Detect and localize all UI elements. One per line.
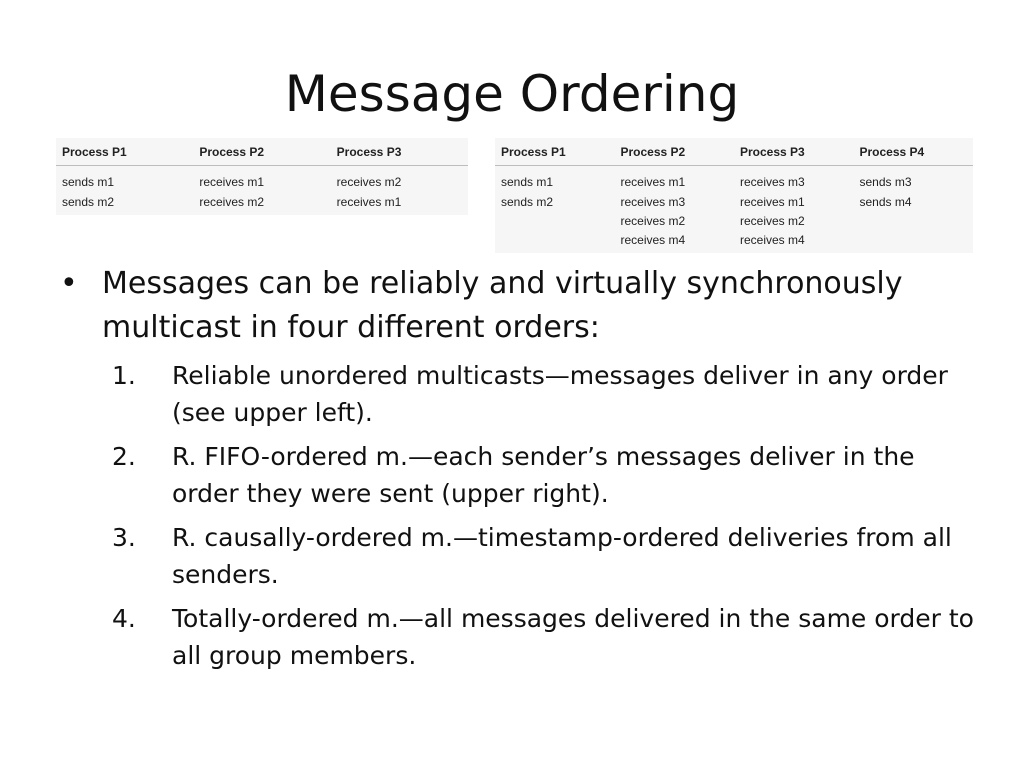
column-header: Process P4 bbox=[853, 138, 973, 166]
table-cell: receives m3 bbox=[740, 175, 805, 189]
table-cell bbox=[495, 230, 615, 253]
table-cell: sends m3 bbox=[859, 175, 912, 189]
table-row: sends m2 receives m3 receives m1 sends m… bbox=[495, 192, 973, 211]
list-number: 3. bbox=[112, 523, 136, 552]
list-number: 2. bbox=[112, 442, 136, 471]
list-item: 2. R. FIFO-ordered m.—each sender’s mess… bbox=[60, 438, 980, 512]
list-number: 4. bbox=[112, 604, 136, 633]
table-cell: sends m4 bbox=[859, 194, 912, 209]
table-cell: receives m2 bbox=[620, 213, 686, 228]
table-cell: receives m1 bbox=[199, 175, 265, 189]
table-cell: receives m1 bbox=[740, 194, 805, 209]
bullet-text: Messages can be reliably and virtually s… bbox=[102, 266, 903, 345]
table-cell: receives m2 bbox=[336, 175, 402, 189]
table-cell: receives m3 bbox=[620, 194, 686, 209]
list-item: 1. Reliable unordered multicasts—message… bbox=[60, 357, 980, 431]
column-header: Process P3 bbox=[330, 138, 468, 166]
table-cell: receives m1 bbox=[336, 194, 402, 209]
column-header: Process P1 bbox=[495, 138, 615, 166]
table-cell: sends m1 bbox=[62, 175, 115, 189]
table-cell: receives m4 bbox=[740, 232, 805, 247]
unordered-multicast-table: Process P1 Process P2 Process P3 sends m… bbox=[56, 138, 468, 215]
fifo-multicast-table: Process P1 Process P2 Process P3 Process… bbox=[495, 138, 973, 253]
list-item-text: R. FIFO-ordered m.—each sender’s message… bbox=[172, 442, 915, 508]
table-cell: sends m2 bbox=[62, 194, 115, 209]
slide-body: • Messages can be reliably and virtually… bbox=[60, 262, 980, 674]
table-row: sends m2 receives m2 receives m1 bbox=[56, 192, 468, 215]
main-bullet: • Messages can be reliably and virtually… bbox=[60, 262, 980, 350]
list-item: 3. R. causally-ordered m.—timestamp-orde… bbox=[60, 519, 980, 593]
table-cell: sends m2 bbox=[501, 194, 554, 209]
table-row: sends m1 receives m1 receives m3 sends m… bbox=[495, 166, 973, 193]
table-cell bbox=[495, 211, 615, 230]
table-cell: receives m2 bbox=[740, 213, 805, 228]
table-header-row: Process P1 Process P2 Process P3 Process… bbox=[495, 138, 973, 166]
list-number: 1. bbox=[112, 361, 136, 390]
table-cell: receives m1 bbox=[620, 175, 686, 189]
table-cell bbox=[854, 230, 974, 253]
table-cell bbox=[854, 211, 974, 230]
table-row: receives m4 receives m4 bbox=[495, 230, 973, 253]
column-header: Process P3 bbox=[734, 138, 854, 166]
column-header: Process P2 bbox=[193, 138, 331, 166]
table-header-row: Process P1 Process P2 Process P3 bbox=[56, 138, 468, 166]
column-header: Process P2 bbox=[614, 138, 734, 166]
bullet-marker: • bbox=[60, 266, 78, 301]
table-cell: receives m4 bbox=[620, 232, 686, 247]
slide-title: Message Ordering bbox=[284, 65, 740, 123]
list-item: 4. Totally-ordered m.—all messages deliv… bbox=[60, 600, 980, 674]
list-item-text: R. causally-ordered m.—timestamp-ordered… bbox=[172, 523, 952, 589]
table-cell: sends m1 bbox=[501, 175, 554, 189]
table-cell: receives m2 bbox=[199, 194, 265, 209]
column-header: Process P1 bbox=[56, 138, 194, 166]
list-item-text: Totally-ordered m.—all messages delivere… bbox=[172, 604, 974, 670]
table-row: receives m2 receives m2 bbox=[495, 211, 973, 230]
table-row: sends m1 receives m1 receives m2 bbox=[56, 166, 468, 193]
list-item-text: Reliable unordered multicasts—messages d… bbox=[172, 361, 948, 427]
